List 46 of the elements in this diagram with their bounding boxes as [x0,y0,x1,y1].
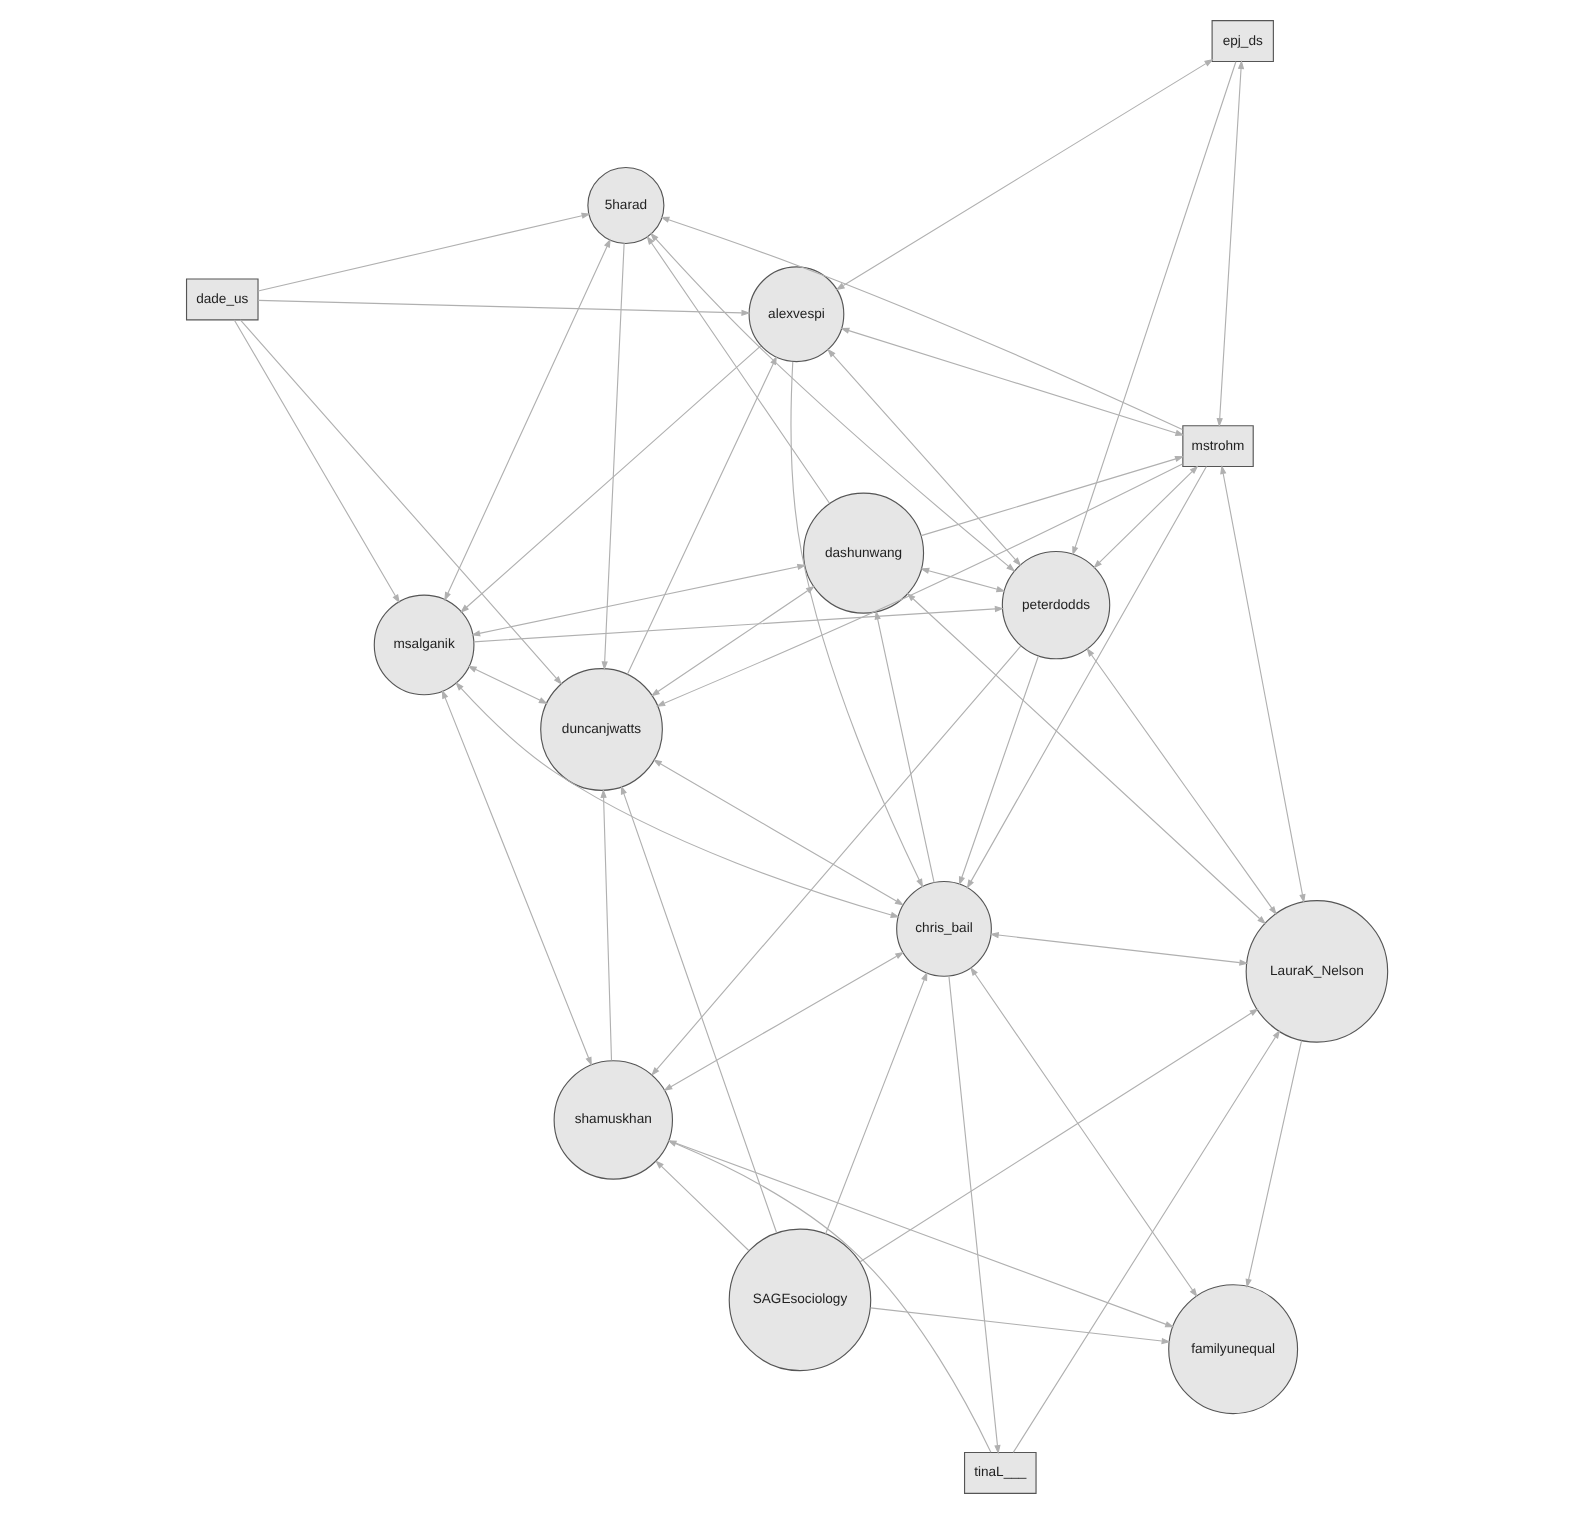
arrow [1093,465,1199,569]
arrow [239,319,563,685]
arrow [257,299,751,316]
arrow [601,242,625,671]
arrow [840,327,1185,436]
arrow [620,785,778,1234]
arrow [656,463,1183,707]
arrow [958,655,1039,886]
arrow [869,1307,1171,1345]
arrow [444,238,611,602]
arrow [970,966,1198,1298]
arrow [233,319,400,604]
arrow [920,455,1185,537]
arrow [257,212,591,292]
arrow [827,348,1022,567]
arrow [467,665,548,704]
arrow [455,681,900,918]
arrow [460,345,762,613]
arrow [651,645,1022,1076]
arrow [650,232,1016,572]
arrow [600,788,613,1061]
arrow [874,610,935,883]
arrow [966,466,1207,889]
arrow [660,216,1183,431]
arrow [646,235,831,504]
arrow [1072,61,1237,556]
arrow [948,975,1001,1455]
arrow [835,58,1214,291]
arrow [663,951,905,1091]
arrow [859,1008,1259,1263]
arrow [989,931,1249,966]
arrow [920,567,1006,593]
arrow [1086,647,1277,916]
arrow [1220,465,1306,904]
arrow [1245,1040,1303,1288]
arrow [626,355,777,675]
arrow [1012,1029,1281,1453]
arrow [471,563,807,637]
arrow [473,605,1004,643]
arrow [441,689,592,1067]
arrow [1216,59,1245,428]
arrow [825,971,928,1235]
arrow [652,759,904,906]
arrow [655,1160,750,1252]
arrow [906,592,1267,925]
arrow [790,361,924,888]
